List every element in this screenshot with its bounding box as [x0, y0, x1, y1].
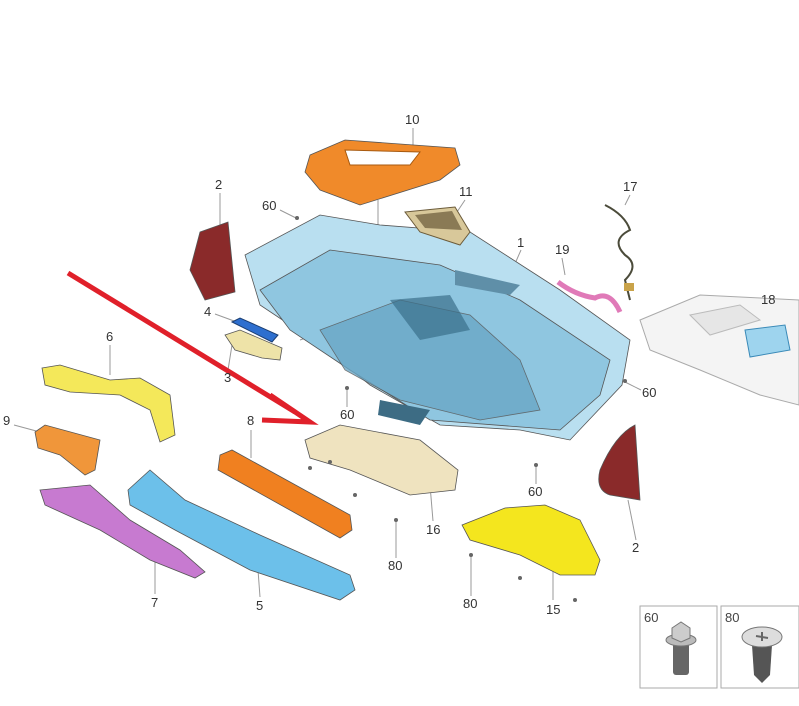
inset-label-60: 60: [644, 610, 658, 625]
part-7-bracket: [39, 484, 206, 579]
part-18-console: [639, 294, 799, 406]
label-2-left: 2: [215, 177, 222, 192]
label-18: 18: [761, 292, 775, 307]
label-19: 19: [555, 242, 569, 257]
label-60-center: 60: [340, 407, 354, 422]
label-4: 4: [204, 304, 211, 319]
inset-label-80: 80: [725, 610, 739, 625]
part-8-trim-bar: [217, 449, 353, 539]
part-3-bracket: [224, 329, 283, 361]
label-60-top: 60: [262, 198, 276, 213]
part-19-hose: [556, 279, 623, 314]
part-4-strip: [230, 317, 279, 343]
part-10-cover: [304, 139, 461, 206]
label-9: 9: [3, 413, 10, 428]
screws: [295, 216, 627, 602]
part-11-speaker: [404, 206, 471, 246]
fastener-inset-60: 60: [639, 605, 718, 689]
label-16: 16: [426, 522, 440, 537]
part-2-left-bracket: [189, 221, 236, 301]
label-60-lower: 60: [528, 484, 542, 499]
label-1: 1: [517, 235, 524, 250]
label-80-lower: 80: [463, 596, 477, 611]
label-7: 7: [151, 595, 158, 610]
part-9-cover: [34, 424, 101, 476]
label-5: 5: [256, 598, 263, 613]
label-6: 6: [106, 329, 113, 344]
part-labels: 10 11 1 2 2 17 19 18 4 3 6 9 8 7 5 16 15…: [3, 112, 775, 617]
fastener-inset-80: 80: [720, 605, 799, 689]
part-5-trim: [127, 469, 356, 601]
part-6-trim: [41, 364, 176, 443]
part-2-right-bracket: [598, 424, 641, 501]
part-16-bracket: [304, 424, 459, 496]
part-17-wire-harness: [604, 204, 634, 301]
part-1-dashboard: [244, 214, 631, 441]
label-15: 15: [546, 602, 560, 617]
part-15-bracket: [461, 504, 601, 576]
label-2-right: 2: [632, 540, 639, 555]
label-80-center: 80: [388, 558, 402, 573]
label-10: 10: [405, 112, 419, 127]
label-60-right: 60: [642, 385, 656, 400]
red-arrow: [66, 270, 319, 425]
label-11: 11: [459, 184, 473, 199]
label-17: 17: [623, 179, 637, 194]
label-3: 3: [224, 370, 231, 385]
label-8: 8: [247, 413, 254, 428]
